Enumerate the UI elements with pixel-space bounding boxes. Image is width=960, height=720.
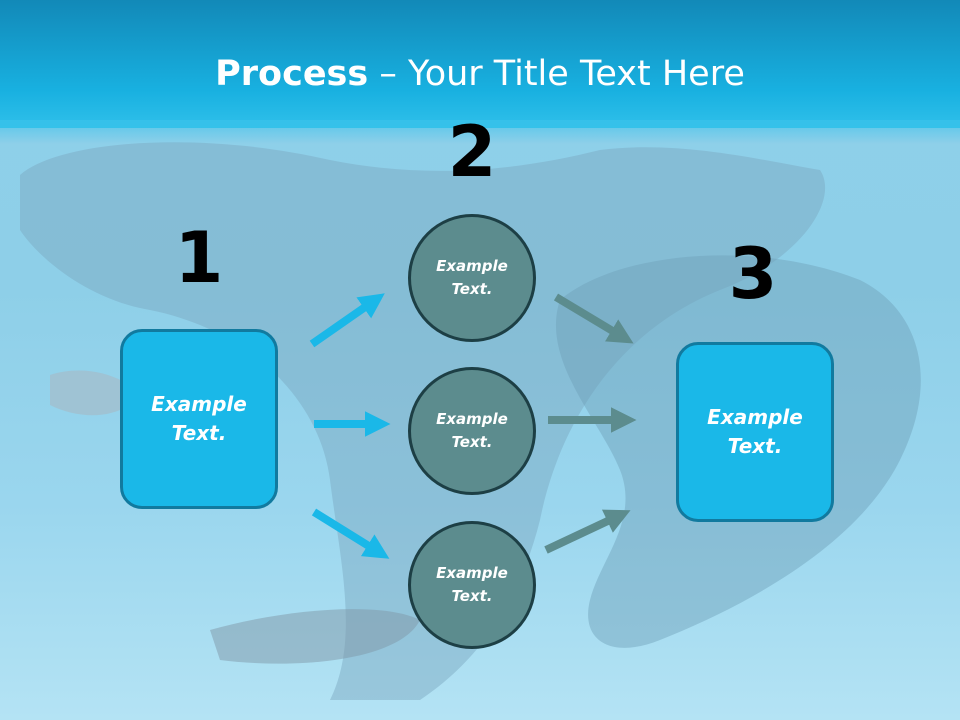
circle-1: Example Text. xyxy=(408,214,536,342)
title-bar-fade xyxy=(0,120,960,144)
end-box-text: Example Text. xyxy=(707,405,803,458)
arrow-circle-3-to-end xyxy=(544,509,631,554)
title-rest: – Your Title Text Here xyxy=(368,54,745,94)
arrow-start-to-circle-1 xyxy=(309,293,385,348)
circle-3-text: Example Text. xyxy=(436,564,508,605)
title-bold: Process xyxy=(215,54,369,94)
end-box: Example Text. xyxy=(676,342,834,522)
title-bar xyxy=(0,0,960,128)
arrow-circle-1-to-end xyxy=(553,293,634,344)
circle-2: Example Text. xyxy=(408,367,536,495)
slide-title: Process – Your Title Text Here xyxy=(0,54,960,94)
step-number-3: 3 xyxy=(728,233,778,315)
start-box: Example Text. xyxy=(120,329,278,509)
circle-3: Example Text. xyxy=(408,521,536,649)
circle-1-text: Example Text. xyxy=(436,257,508,298)
step-number-2: 2 xyxy=(447,111,497,193)
step-number-1: 1 xyxy=(174,217,224,299)
arrow-start-to-circle-3 xyxy=(311,508,390,559)
start-box-text: Example Text. xyxy=(151,392,247,445)
circle-2-text: Example Text. xyxy=(436,410,508,451)
